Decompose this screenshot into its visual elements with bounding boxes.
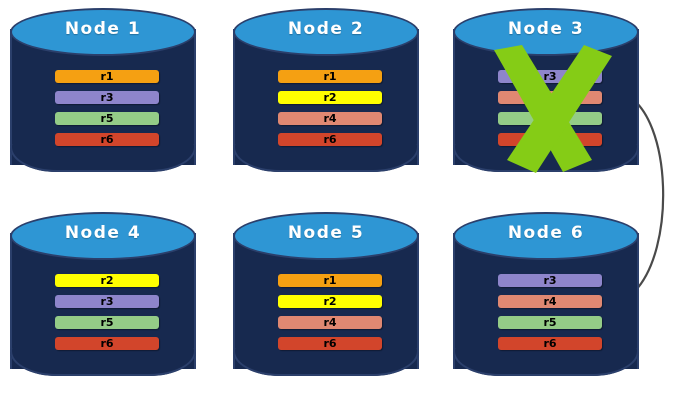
replica-list: r3 r4 r5 r6 — [498, 70, 602, 146]
replica-bar[interactable]: r4 — [278, 112, 382, 125]
replica-bar[interactable]: r4 — [498, 91, 602, 104]
replica-bar[interactable]: r5 — [55, 316, 159, 329]
replica-bar[interactable]: r1 — [278, 70, 382, 83]
replica-bar[interactable]: r4 — [278, 316, 382, 329]
replica-list: r3 r4 r5 r6 — [498, 274, 602, 350]
replica-bar[interactable]: r2 — [55, 274, 159, 287]
cylinder-bottom-edge — [10, 348, 196, 376]
replica-bar[interactable]: r6 — [278, 133, 382, 146]
replica-bar[interactable]: r5 — [498, 112, 602, 125]
replica-bar[interactable]: r6 — [498, 337, 602, 350]
cylinder-top-ellipse — [453, 8, 639, 56]
replica-bar[interactable]: r6 — [55, 133, 159, 146]
replica-bar[interactable]: r3 — [55, 295, 159, 308]
cylinder-top-ellipse — [233, 212, 419, 260]
replica-list: r1 r3 r5 r6 — [55, 70, 159, 146]
replica-bar[interactable]: r3 — [498, 274, 602, 287]
cylinder-top-ellipse — [10, 212, 196, 260]
replica-list: r2 r3 r5 r6 — [55, 274, 159, 350]
replica-bar[interactable]: r6 — [55, 337, 159, 350]
replica-bar[interactable]: r2 — [278, 295, 382, 308]
replica-bar[interactable]: r3 — [498, 70, 602, 83]
replica-list: r1 r2 r4 r6 — [278, 274, 382, 350]
replica-bar[interactable]: r3 — [55, 91, 159, 104]
cylinder-top-ellipse — [233, 8, 419, 56]
replica-bar[interactable]: r1 — [55, 70, 159, 83]
replica-bar[interactable]: r6 — [498, 133, 602, 146]
cylinder-top-ellipse — [453, 212, 639, 260]
cylinder-top-ellipse — [10, 8, 196, 56]
replica-list: r1 r2 r4 r6 — [278, 70, 382, 146]
replica-bar[interactable]: r5 — [498, 316, 602, 329]
replica-bar[interactable]: r1 — [278, 274, 382, 287]
cylinder-bottom-edge — [453, 348, 639, 376]
replica-bar[interactable]: r4 — [498, 295, 602, 308]
replica-bar[interactable]: r5 — [55, 112, 159, 125]
cylinder-bottom-edge — [233, 144, 419, 172]
replica-bar[interactable]: r6 — [278, 337, 382, 350]
replica-bar[interactable]: r2 — [278, 91, 382, 104]
